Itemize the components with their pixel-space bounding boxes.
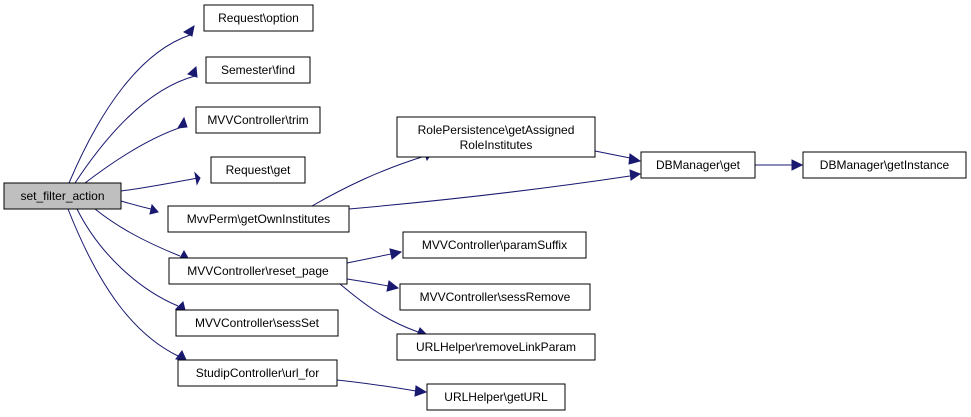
node-set-filter-action[interactable]: set_filter_action	[3, 182, 122, 210]
node-label: DBManager\get	[656, 158, 741, 172]
edge-set_filter_action-to-mvvcontroller_trim	[84, 116, 188, 184]
node-label: Semester\find	[221, 63, 295, 77]
node-label: URLHelper\getURL	[444, 390, 548, 404]
node-label: RolePersistence\getAssigned	[418, 123, 575, 137]
edge-set_filter_action-to-mvvperm_getowninstitutes	[120, 200, 159, 215]
edge-line	[67, 208, 179, 357]
edge-set_filter_action-to-request_option	[68, 24, 195, 184]
edge-line	[339, 283, 419, 333]
edge-mvvcontroller_reset_page-to-mvvcontroller_paramsuffix	[346, 248, 403, 264]
edges-layer	[67, 24, 804, 397]
edge-set_filter_action-to-request_get	[120, 171, 201, 192]
edge-arrowhead	[389, 248, 403, 260]
node-label: MVVController\paramSuffix	[422, 238, 567, 252]
edge-arrowhead	[149, 203, 159, 215]
node-semester-find[interactable]: Semester\find	[205, 56, 311, 84]
edge-line	[84, 125, 186, 184]
edge-mvvperm_getowninstitutes-to-dbmanager_get	[348, 169, 642, 210]
edge-arrowhead	[414, 385, 428, 397]
edge-arrowhead	[194, 171, 201, 186]
edge-arrowhead	[628, 153, 642, 165]
edge-mvvperm_getowninstitutes-to-rolepersistence_getassignedroleinstitutes	[311, 150, 432, 207]
edge-line	[348, 175, 631, 210]
node-mvvcontroller-reset-page[interactable]: MVVController\reset_page	[168, 257, 348, 285]
node-label: MVVController\trim	[207, 113, 308, 127]
node-label: MVVController\sessRemove	[420, 290, 571, 304]
node-mvvcontroller-sessset[interactable]: MVVController\sessSet	[175, 309, 339, 337]
node-label: Request\get	[226, 163, 291, 177]
node-label: RoleInstitutes	[460, 138, 533, 152]
edge-line	[346, 278, 389, 287]
edge-arrowhead	[187, 65, 198, 78]
edge-mvvcontroller_reset_page-to-mvvcontroller_sessremove	[346, 278, 400, 292]
node-dbmanager-getinstance[interactable]: DBManager\getInstance	[802, 151, 967, 179]
edge-line	[594, 150, 631, 159]
node-studipcontroller-url-for[interactable]: StudipController\url_for	[177, 359, 338, 387]
node-mvvcontroller-trim[interactable]: MVVController\trim	[195, 106, 321, 134]
node-label: DBManager\getInstance	[820, 158, 950, 172]
node-label: MvvPerm\getOwnInstitutes	[187, 212, 330, 226]
node-request-get[interactable]: Request\get	[210, 156, 306, 184]
edge-line	[311, 155, 426, 207]
edge-line	[68, 34, 191, 184]
node-label: URLHelper\removeLinkParam	[416, 340, 576, 354]
node-label: Request\option	[218, 11, 299, 25]
edge-studipcontroller_url_for-to-urlhelper_geturl	[336, 379, 428, 397]
edge-line	[74, 75, 196, 184]
node-mvvcontroller-paramsuffix[interactable]: MVVController\paramSuffix	[402, 231, 587, 259]
node-label: MVVController\reset_page	[187, 264, 329, 278]
edge-arrowhead	[386, 280, 400, 292]
node-mvvcontroller-sessremove[interactable]: MVVController\sessRemove	[399, 283, 591, 311]
edge-line	[76, 208, 179, 307]
node-label: StudipController\url_for	[196, 366, 319, 380]
node-urlhelper-geturl[interactable]: URLHelper\getURL	[426, 383, 566, 411]
node-urlhelper-removelinkparam[interactable]: URLHelper\removeLinkParam	[396, 333, 596, 361]
node-request-option[interactable]: Request\option	[203, 4, 314, 32]
edge-set_filter_action-to-semester_find	[74, 65, 198, 184]
edge-line	[336, 379, 417, 392]
node-mvvperm-getowninstitutes[interactable]: MvvPerm\getOwnInstitutes	[167, 205, 350, 233]
edge-dbmanager_get-to-dbmanager_getinstance	[755, 159, 804, 171]
edge-line	[120, 200, 156, 211]
node-label: MVVController\sessSet	[195, 316, 320, 330]
edge-line	[120, 177, 199, 192]
edge-arrowhead	[177, 116, 188, 129]
edge-arrowhead	[182, 24, 195, 37]
edge-line	[94, 208, 181, 257]
node-label: set_filter_action	[20, 189, 104, 203]
edge-arrowhead	[791, 159, 804, 171]
edge-rolepersistence_getassignedroleinstitutes-to-dbmanager_get	[594, 150, 642, 165]
node-dbmanager-get[interactable]: DBManager\get	[640, 151, 756, 179]
edge-arrowhead	[629, 169, 642, 181]
node-rolepersistence-getassignedroleinstitutes[interactable]: RolePersistence\getAssigned RoleInstitut…	[396, 116, 596, 158]
edge-line	[346, 253, 392, 264]
